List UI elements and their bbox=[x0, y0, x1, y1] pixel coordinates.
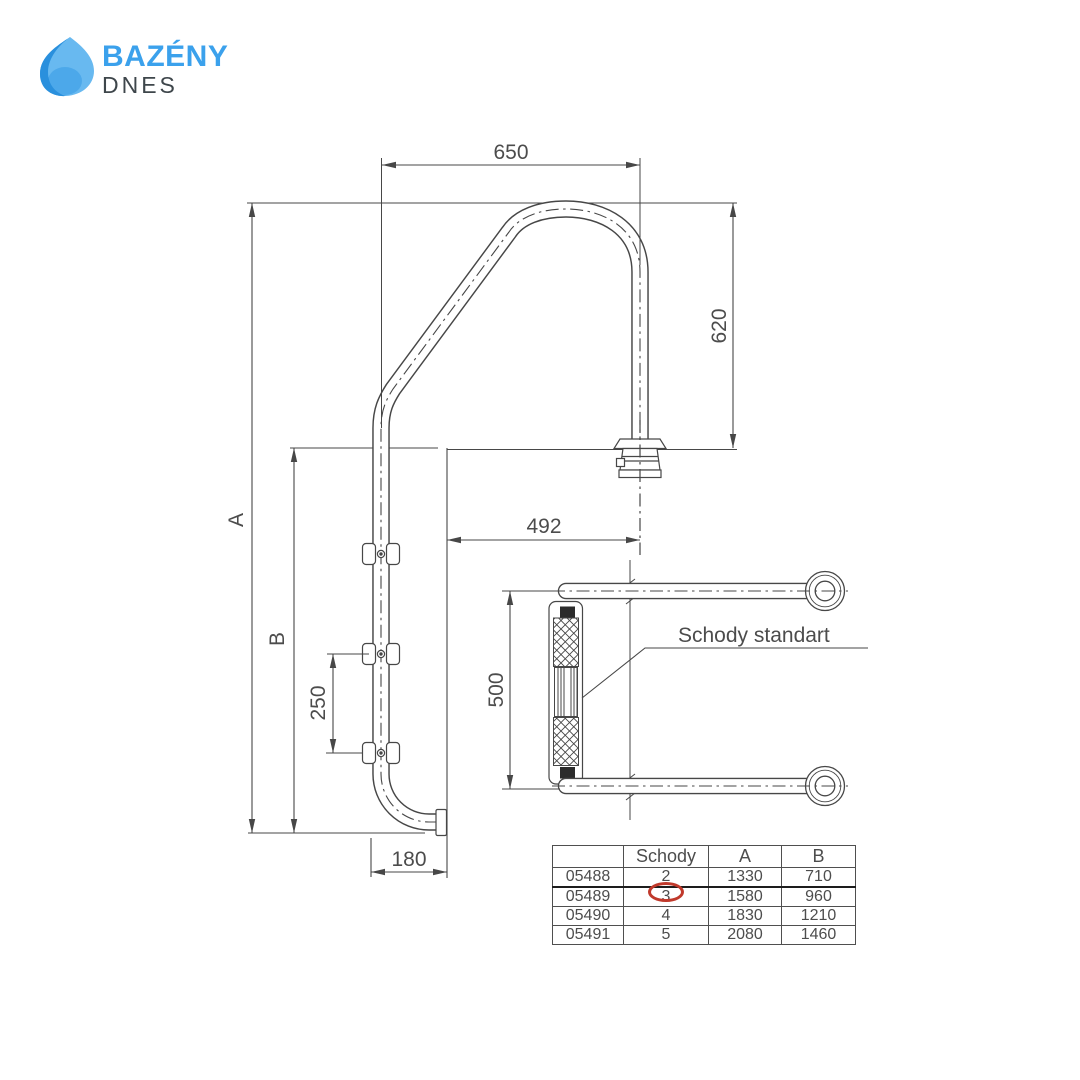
table-row: 05490 4 1830 1210 bbox=[552, 906, 856, 926]
dimension-anchor-offset: 492 bbox=[447, 515, 640, 544]
svg-text:500: 500 bbox=[485, 672, 508, 707]
callout: Schody standart bbox=[581, 624, 868, 699]
side-view bbox=[247, 158, 737, 878]
dimension-top-width: 650 bbox=[382, 141, 640, 169]
svg-text:650: 650 bbox=[493, 141, 528, 164]
svg-text:A: A bbox=[225, 513, 248, 527]
tube-end-cap bbox=[435, 808, 448, 837]
header-code bbox=[552, 845, 624, 868]
callout-label: Schody standart bbox=[678, 624, 830, 647]
dimension-bottom-offset: 180 bbox=[370, 838, 447, 877]
step-brackets bbox=[361, 542, 401, 765]
table-header-row: Schody A B bbox=[552, 845, 856, 868]
header-schody: Schody bbox=[623, 845, 709, 868]
svg-text:250: 250 bbox=[307, 685, 330, 720]
brand-name: BAZÉNY bbox=[102, 40, 229, 73]
dimension-overall-height: A bbox=[225, 203, 256, 833]
table-row-highlighted: 05489 3 1580 960 bbox=[552, 886, 856, 907]
dimension-right-height: 620 bbox=[708, 203, 737, 448]
dimension-rail-span: 500 bbox=[485, 590, 560, 790]
header-b: B bbox=[781, 845, 856, 868]
header-a: A bbox=[708, 845, 782, 868]
table-row: 05491 5 2080 1460 bbox=[552, 925, 856, 945]
table-row: 05488 2 1330 710 bbox=[552, 867, 856, 888]
brand-subtitle: DNES bbox=[102, 72, 178, 98]
highlight-ellipse bbox=[648, 882, 684, 902]
handrail-tube bbox=[372, 200, 649, 831]
step-tread-top-view bbox=[548, 600, 584, 785]
svg-text:180: 180 bbox=[391, 848, 426, 871]
top-view: 500 Schody standart bbox=[485, 560, 868, 820]
spec-table: Schody A B 05488 2 1330 710 05489 3 1580… bbox=[552, 845, 856, 945]
svg-text:620: 620 bbox=[708, 308, 731, 343]
logo: BAZÉNY DNES bbox=[38, 36, 228, 97]
water-drop-icon bbox=[40, 37, 94, 97]
svg-text:492: 492 bbox=[526, 515, 561, 538]
dimension-step-spacing: 250 bbox=[307, 653, 369, 754]
rails-top-view bbox=[552, 570, 848, 807]
svg-text:B: B bbox=[266, 632, 289, 646]
deck-anchor bbox=[612, 420, 668, 555]
dimension-lower-height: B bbox=[266, 448, 298, 833]
